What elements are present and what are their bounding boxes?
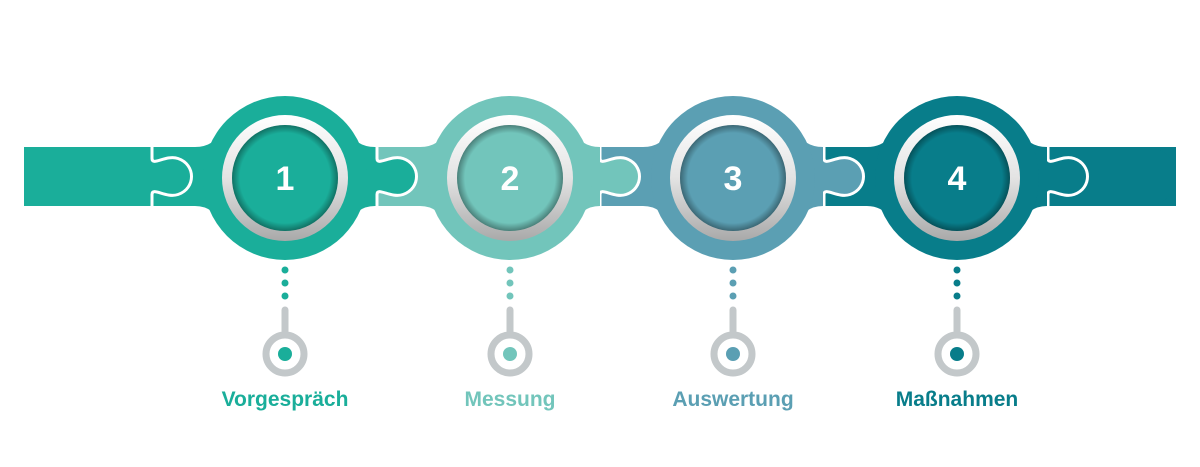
connector-dot — [953, 279, 961, 287]
step-label: Vorgespräch — [222, 388, 349, 411]
pin-dot — [950, 347, 964, 361]
pin-dot — [503, 347, 517, 361]
step-number: 3 — [724, 160, 743, 198]
connector-dot — [506, 266, 514, 274]
pin-ring — [934, 331, 980, 377]
puzzle-joint-line — [598, 147, 641, 206]
connector-dot — [281, 279, 289, 287]
inner-shadow — [457, 125, 563, 231]
pin-dot — [278, 347, 292, 361]
connector-dot — [281, 292, 289, 300]
puzzle-knob — [822, 147, 864, 206]
step-number: 4 — [948, 160, 967, 198]
inner-shadow — [232, 125, 338, 231]
step-label: Auswertung — [672, 388, 793, 411]
puzzle-joint-line — [150, 147, 193, 206]
step-label: Messung — [464, 388, 555, 411]
bar-fill — [1106, 147, 1146, 206]
connector-dot — [729, 279, 737, 287]
pin-dot — [726, 347, 740, 361]
connector-dot — [953, 266, 961, 274]
connector-dot — [953, 292, 961, 300]
connector-dot — [729, 266, 737, 274]
puzzle-joint-line — [1046, 147, 1089, 206]
pin-ring — [710, 331, 756, 377]
step-number: 1 — [276, 160, 295, 198]
connector-dot — [729, 292, 737, 300]
puzzle-joint-line — [375, 147, 418, 206]
inner-shadow — [904, 125, 1010, 231]
puzzle-joint-line — [822, 147, 865, 206]
puzzle-knob — [598, 147, 640, 206]
pin-ring — [487, 331, 533, 377]
bar-fill — [54, 147, 94, 206]
puzzle-knob — [375, 147, 417, 206]
inner-shadow — [680, 125, 786, 231]
puzzle-knob — [1046, 147, 1088, 206]
step-number: 2 — [501, 160, 520, 198]
step-label: Maßnahmen — [896, 388, 1019, 411]
connector-dot — [506, 279, 514, 287]
connector-dot — [506, 292, 514, 300]
pin-ring — [262, 331, 308, 377]
connector-dot — [281, 266, 289, 274]
